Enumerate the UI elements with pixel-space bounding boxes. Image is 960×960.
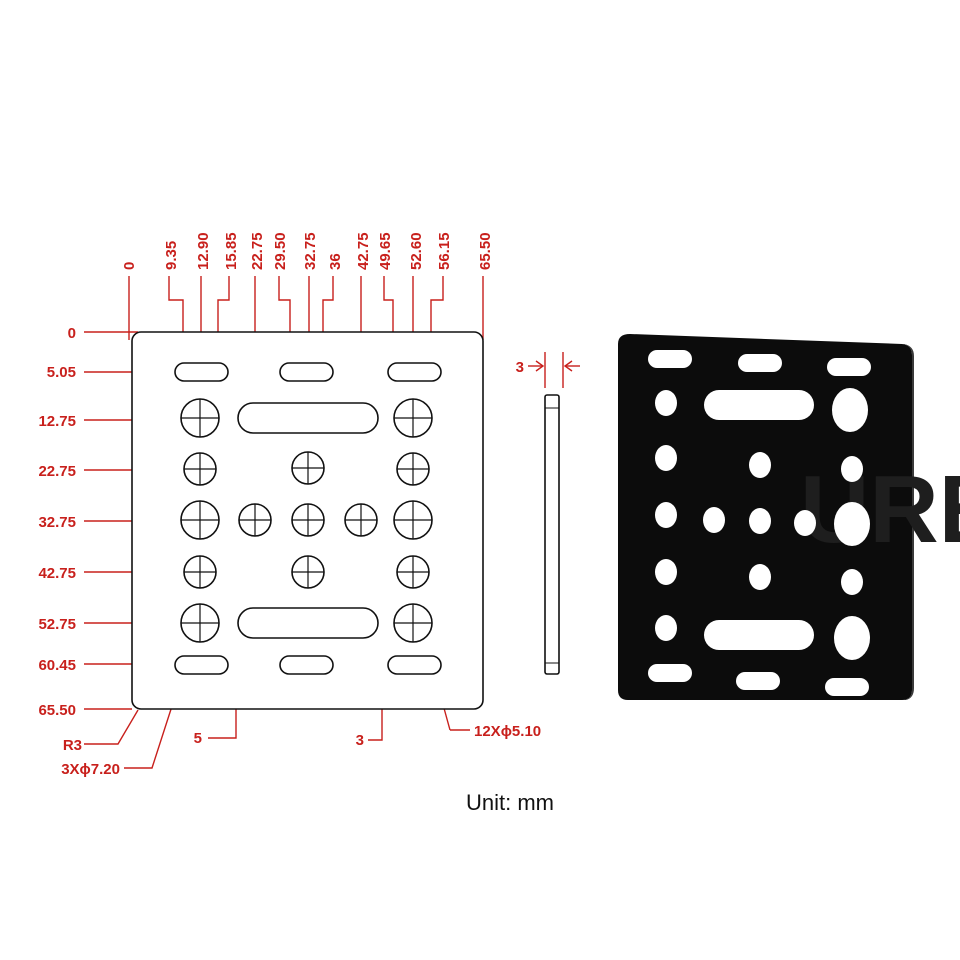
hole-center-32-75-c [344, 503, 378, 537]
hole-left-22-75 [183, 452, 217, 486]
left-dim-52-75: 52.75 [38, 616, 76, 633]
slot-top-left [174, 362, 229, 382]
top-dim-22-75: 22.75 [249, 232, 266, 270]
left-dim-5-05: 5.05 [47, 364, 76, 381]
top-dim-36: 36 [327, 253, 344, 270]
top-dim-52-60: 52.60 [408, 232, 425, 270]
top-dim-32-75: 32.75 [302, 232, 319, 270]
plate-side-view: 3 [516, 352, 580, 675]
left-dim-42-75: 42.75 [38, 565, 76, 582]
hole-left-52-75 [180, 603, 220, 643]
plate-front-view [131, 331, 484, 710]
top-dim-49-65: 49.65 [377, 232, 394, 270]
callout-small-holes: 12Xϕ5.10 [474, 723, 541, 740]
hole-center-32-75-a [238, 503, 272, 537]
hole-left-42-75 [183, 555, 217, 589]
hole-right-12-75 [393, 398, 433, 438]
unit-label: Unit: mm [466, 790, 554, 815]
thickness-label: 3 [516, 359, 524, 376]
top-dim-9-35: 9.35 [163, 241, 180, 270]
product-photo: URE [618, 334, 960, 700]
hole-left-12-75 [180, 398, 220, 438]
slot-bottom-left [174, 655, 229, 675]
left-dimension-labels: 0 5.05 12.75 22.75 32.75 42.75 52.75 60.… [38, 325, 76, 719]
left-dim-60-45: 60.45 [38, 657, 76, 674]
hole-right-22-75 [396, 452, 430, 486]
watermark: URE [800, 456, 960, 563]
slot-top-center [279, 362, 334, 382]
hole-right-32-75 [393, 500, 433, 540]
top-dim-0: 0 [121, 262, 138, 270]
slot-bottom-center [279, 655, 334, 675]
slot-top-right [387, 362, 442, 382]
callout-slot-gap: 5 [194, 730, 202, 747]
top-dim-42-75: 42.75 [355, 232, 372, 270]
top-dim-56-15: 56.15 [436, 232, 453, 270]
hole-left-32-75 [180, 500, 220, 540]
side-profile [544, 394, 560, 675]
top-dim-12-90: 12.90 [195, 232, 212, 270]
top-dim-65-50: 65.50 [477, 232, 494, 270]
hole-right-52-75 [393, 603, 433, 643]
callout-corner-radius: R3 [63, 737, 82, 754]
left-dim-0: 0 [68, 325, 76, 342]
left-dim-22-75: 22.75 [38, 463, 76, 480]
top-dim-29-50: 29.50 [272, 232, 289, 270]
left-dim-12-75: 12.75 [38, 413, 76, 430]
left-dim-65-50: 65.50 [38, 702, 76, 719]
hole-center-32-75-b [291, 503, 325, 537]
slot-bottom-right [387, 655, 442, 675]
hole-right-42-75 [396, 555, 430, 589]
long-slot-upper [237, 402, 379, 434]
left-dim-32-75: 32.75 [38, 514, 76, 531]
callout-slot-width: 3 [356, 732, 364, 749]
long-slot-lower [237, 607, 379, 639]
top-dimension-labels: 0 9.35 12.90 15.85 22.75 29.50 32.75 36 … [121, 232, 494, 270]
hole-center-22-75 [291, 451, 325, 485]
callout-large-holes: 3Xϕ7.20 [61, 761, 120, 778]
hole-center-42-75 [291, 555, 325, 589]
top-dim-15-85: 15.85 [223, 232, 240, 270]
